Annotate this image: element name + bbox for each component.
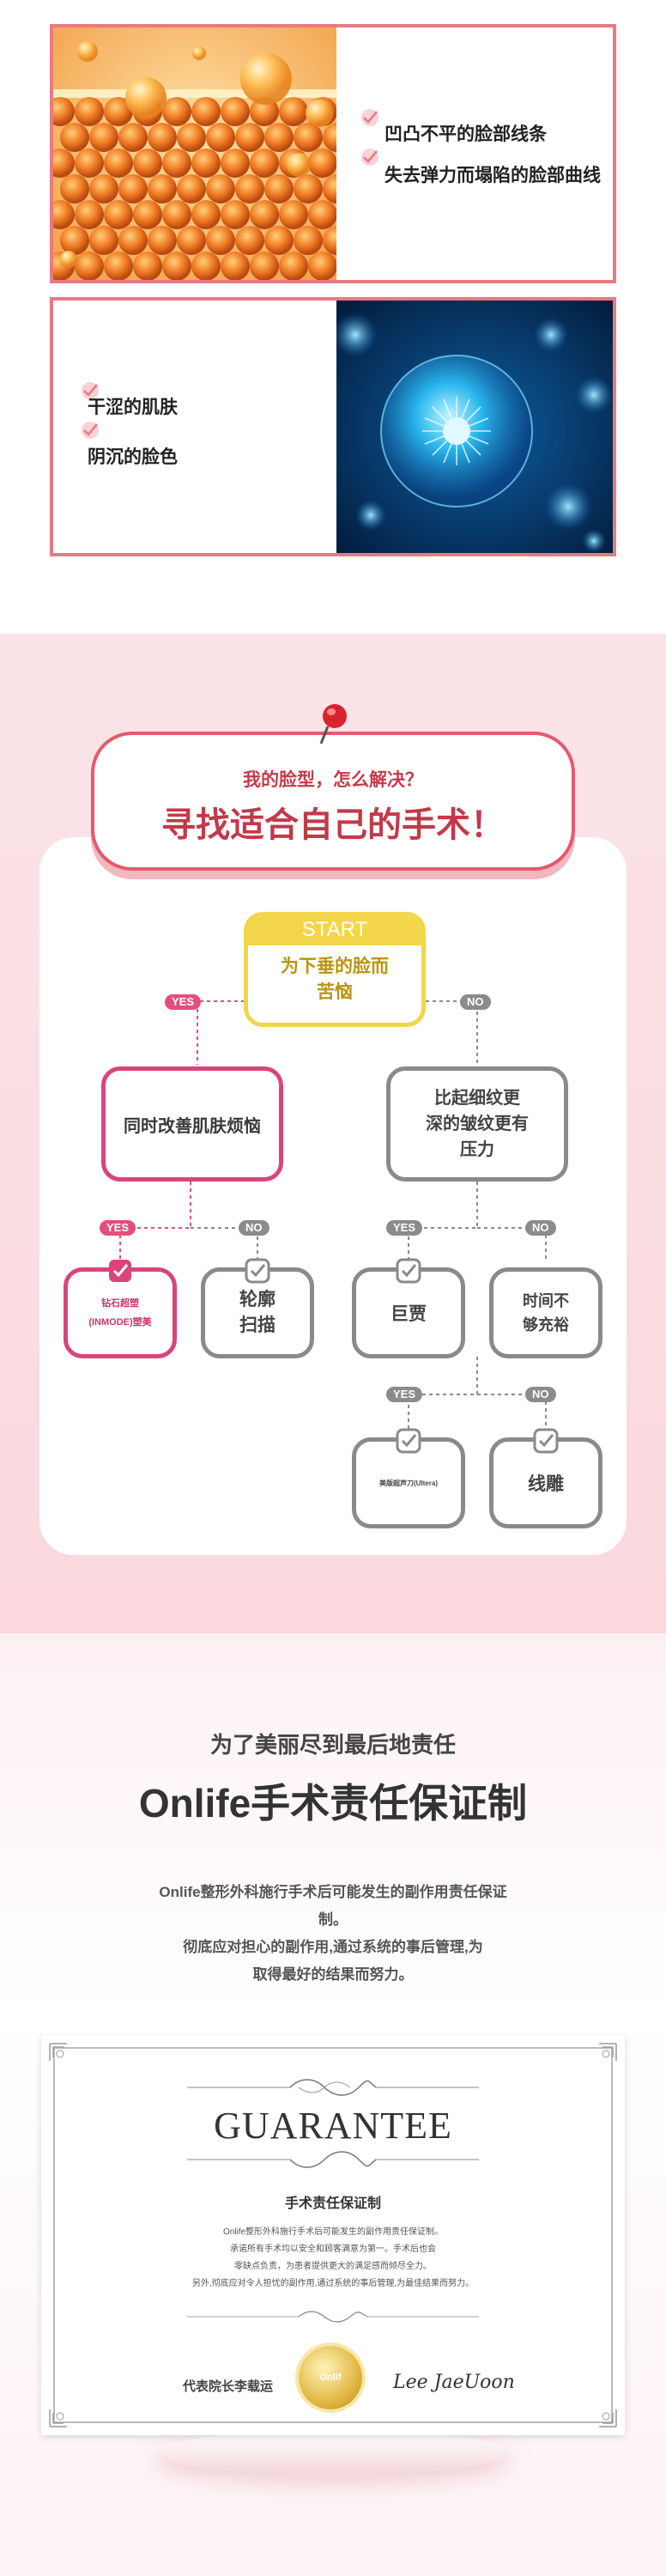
guarantee-subtitle: 为了美丽尽到最后地责任 [209, 1732, 456, 1758]
no-pill: NO [525, 1387, 556, 1402]
node-deep-wrinkles: 比起细纹更 深的皱纹更有 压力 [386, 1066, 568, 1182]
check-icon [82, 422, 99, 439]
start-node: START 为下垂的脸而 苦恼 [244, 912, 426, 1027]
node-text: 时间不 [523, 1292, 569, 1309]
concern-card-2: 干涩的肌肤 阴沉的脸色 [50, 297, 616, 556]
result-text: 巨贾 [391, 1304, 427, 1324]
check-icon [82, 382, 99, 399]
gold-seal: Onlif [299, 2346, 362, 2409]
concern-item: 失去弹力而塌陷的脸部曲线 [384, 166, 601, 185]
no-pill: NO [239, 1220, 269, 1236]
question-bubble: 我的脸型，怎么解决？ 寻找适合自己的手术！ [91, 732, 575, 871]
concern-list-2: 干涩的肌肤 阴沉的脸色 [53, 301, 336, 553]
concern-item: 凹凸不平的脸部线条 [384, 125, 547, 144]
cert-line: 承诺所有手术均以安全和顾客满意为第一。手术后也会 [230, 2245, 436, 2254]
certificate-border [49, 2043, 617, 2427]
cert-line: 另外,彻底应对令人担忧的副作用,通过系统的事后管理,为最佳结果而努力。 [191, 2279, 475, 2288]
start-label: START [248, 916, 421, 945]
check-icon [361, 109, 378, 126]
cert-line: 零缺点负责，为患者提供更大的满足感而倾尽全力。 [234, 2262, 432, 2271]
node-text: 压力 [460, 1140, 494, 1159]
desc-line: 制。 [318, 1911, 348, 1928]
desc-line: Onlife整形外科施行手术后可能发生的副作用责任保证 [159, 1884, 507, 1900]
result-text: 美版超声刀(Ultera) [378, 1479, 438, 1487]
certificate-signer: 代表院长李载运 [183, 2379, 274, 2394]
certificate-heading: GUARANTEE [214, 2105, 452, 2147]
guarantee-description: Onlife整形外科施行手术后可能发生的副作用责任保证 制。 彻底应对担心的副作… [144, 1879, 522, 1989]
node-text: 深的皱纹更有 [426, 1115, 529, 1133]
start-text-line: 为下垂的脸而 [281, 957, 389, 976]
signature: Lee JaeUoon [393, 2372, 515, 2393]
no-pill: NO [525, 1220, 556, 1236]
result-thread: 线雕 [489, 1428, 602, 1528]
concern-card-1: 凹凸不平的脸部线条 失去弹力而塌陷的脸部曲线 [50, 24, 616, 283]
guarantee-title: Onlife手术责任保证制 [138, 1781, 528, 1826]
flourish-icon [187, 2311, 479, 2323]
guarantee-certificate: GUARANTEE 手术责任保证制 Onlife整形外科施行手术后可能发生的副作… [41, 2035, 625, 2435]
yes-pill: YES [386, 1387, 423, 1402]
desc-line: 彻底应对担心的副作用,通过系统的事后管理,为 [183, 1939, 483, 1955]
result-ultera: 美版超声刀(Ultera) [352, 1428, 465, 1528]
desc-line: 取得最好的结果而努力。 [252, 1966, 414, 1983]
node-improve-skin: 同时改善肌肤烦恼 [101, 1066, 283, 1182]
result-inmode: 钻石超塑 (INMODE)塑美 [64, 1260, 177, 1358]
node-short-on-time: 时间不 够充裕 [489, 1267, 602, 1358]
certificate-subtitle: 手术责任保证制 [284, 2196, 381, 2211]
flourish-icon [187, 2151, 479, 2168]
question-big: 寻找适合自己的手术！ [161, 806, 505, 844]
result-text: 轮廓 [239, 1290, 275, 1309]
pedestal [156, 2430, 510, 2475]
concern-item: 干涩的肌肤 [88, 398, 178, 417]
result-text: 线雕 [528, 1474, 564, 1494]
yes-pill: YES [100, 1220, 136, 1236]
cert-line: Onlife整形外科施行手术后可能发生的副作用责任保证制。 [222, 2227, 444, 2237]
checkbox-icon [396, 1428, 421, 1454]
result-text: (INMODE)塑美 [88, 1317, 152, 1327]
corner-ornament-icon [49, 2409, 67, 2427]
checkbox-icon [396, 1258, 421, 1284]
checkbox-icon [109, 1260, 131, 1282]
check-icon [361, 149, 378, 166]
flourish-icon [187, 2079, 479, 2096]
collagen-image [53, 27, 381, 280]
result-giant: 巨贾 [352, 1258, 465, 1358]
concern-list-1: 凹凸不平的脸部线条 失去弹力而塌陷的脸部曲线 [336, 27, 613, 280]
result-text: 钻石超塑 [100, 1298, 139, 1309]
corner-ornament-icon [599, 2043, 617, 2061]
node-text: 够充裕 [523, 1316, 569, 1334]
checkbox-icon [533, 1428, 559, 1454]
node-text: 比起细纹更 [434, 1089, 520, 1108]
seal-text: Onlif [319, 2372, 342, 2383]
yes-pill: YES [165, 994, 202, 1010]
corner-ornament-icon [49, 2043, 67, 2061]
checkbox-icon [245, 1258, 270, 1284]
no-pill: NO [460, 994, 491, 1010]
concern-item: 阴沉的脸色 [88, 447, 178, 467]
pushpin-icon [319, 704, 347, 744]
question-small: 我的脸型，怎么解决？ [243, 770, 423, 790]
corner-ornament-icon [599, 2409, 617, 2427]
cell-image [333, 301, 613, 553]
certificate-body: Onlife整形外科施行手术后可能发生的副作用责任保证制。 承诺所有手术均以安全… [110, 2224, 556, 2293]
node-text: 同时改善肌肤烦恼 [124, 1116, 261, 1136]
result-contour: 轮廓 扫描 [201, 1258, 314, 1358]
yes-pill: YES [386, 1220, 423, 1236]
result-text: 扫描 [239, 1315, 275, 1335]
start-text-line: 苦恼 [317, 982, 353, 1002]
